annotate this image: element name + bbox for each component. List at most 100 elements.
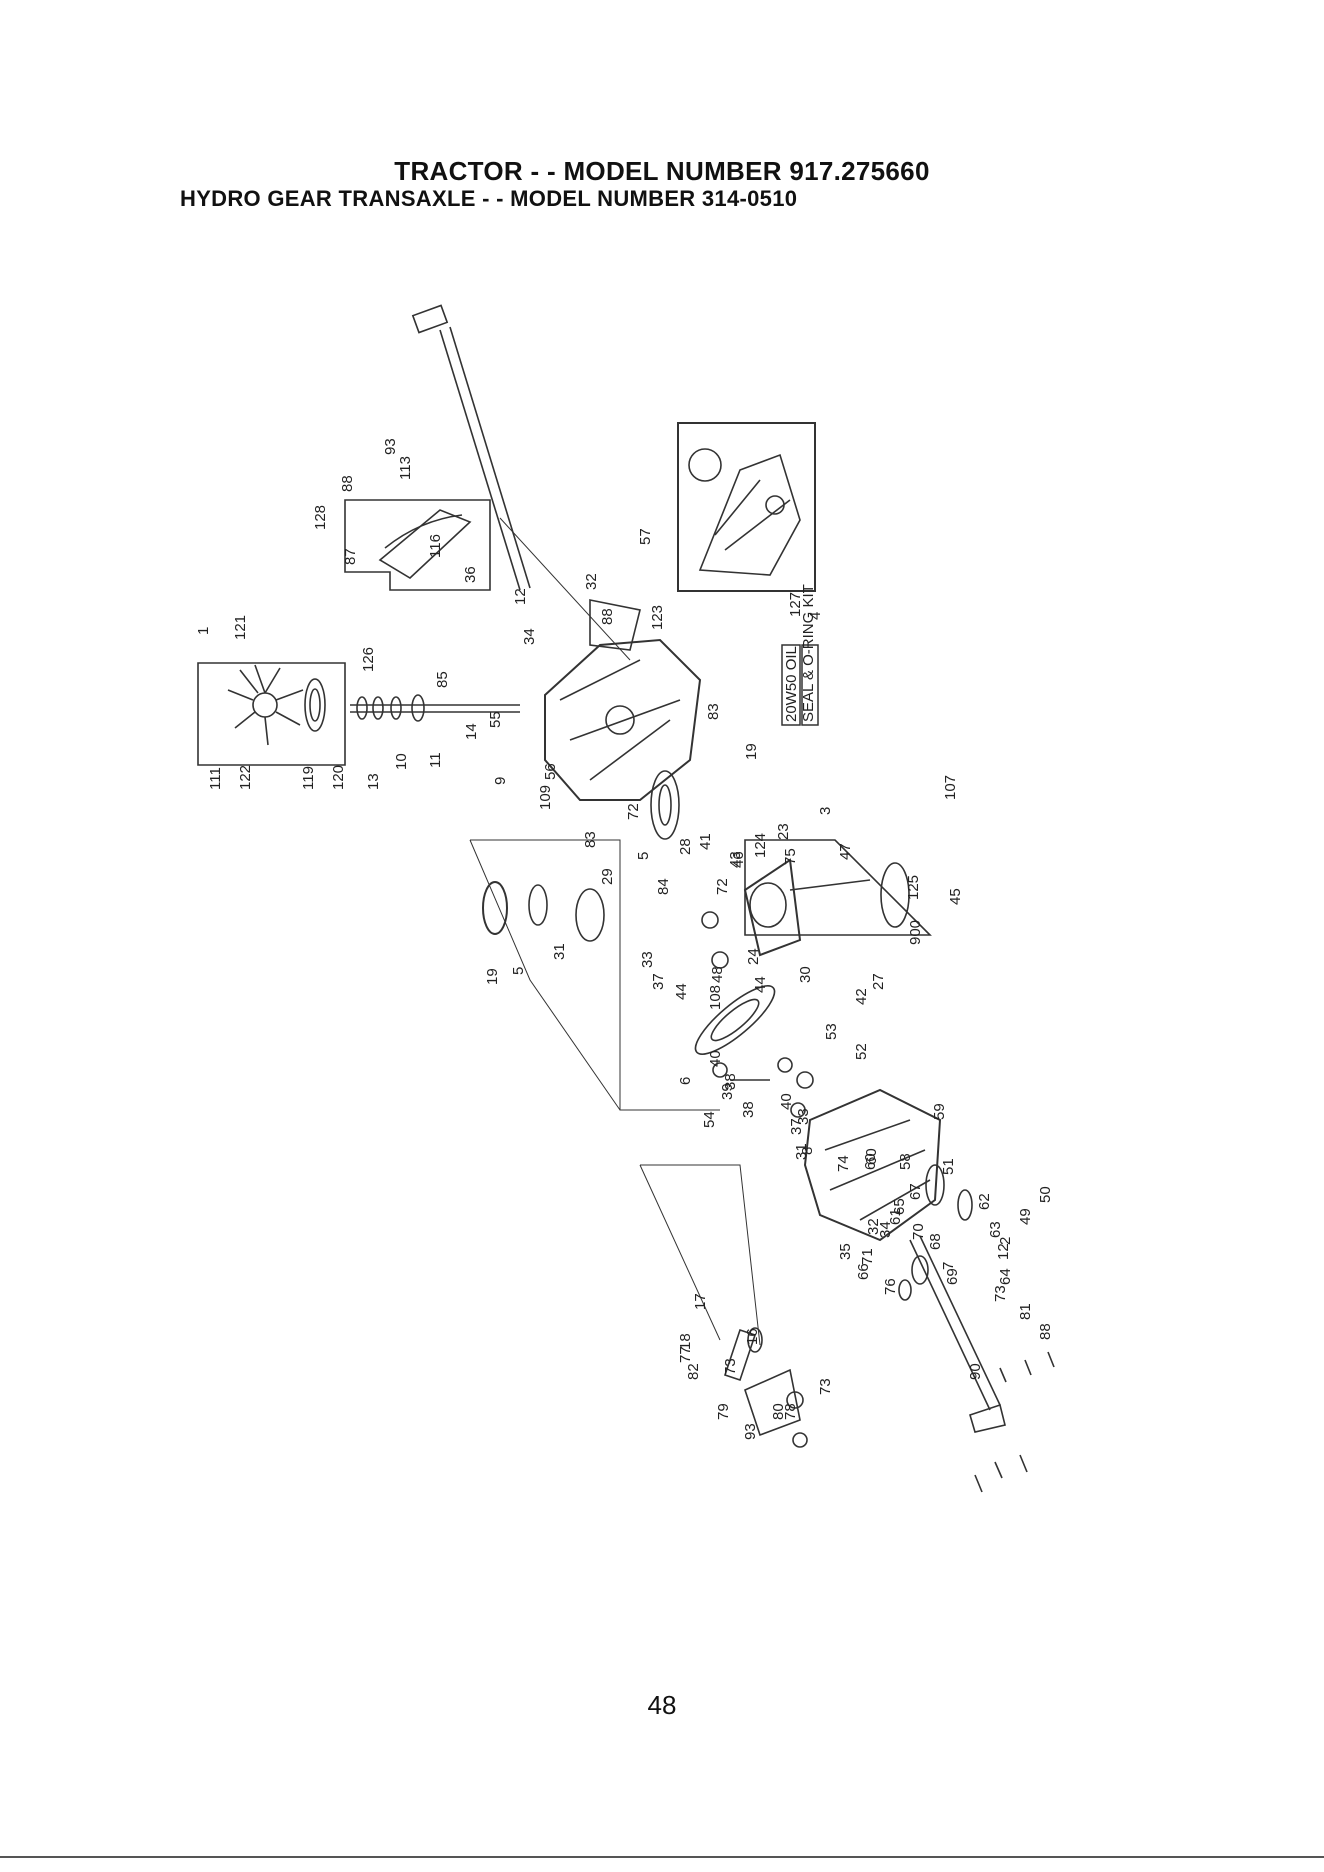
part-callout-127: 127 [787, 592, 804, 617]
part-callout-32: 32 [583, 573, 600, 590]
part-callout-19: 19 [484, 968, 501, 985]
part-callout-40: 40 [778, 1093, 795, 1110]
part-callout-34: 34 [521, 628, 538, 645]
brake-group-box [744, 839, 932, 936]
part-callout-128: 128 [312, 505, 329, 530]
oil-label: 20W50 OIL [783, 646, 800, 722]
part-callout-44: 44 [673, 983, 690, 1000]
part-callout-85: 85 [434, 671, 451, 688]
part-callout-65: 65 [891, 1198, 908, 1215]
part-callout-78: 78 [782, 1403, 799, 1420]
part-callout-38: 38 [740, 1101, 757, 1118]
part-callout-12: 12 [512, 588, 529, 605]
part-callout-16: 16 [744, 1328, 761, 1345]
part-callout-82: 82 [685, 1363, 702, 1380]
part-callout-51: 51 [940, 1158, 957, 1175]
upper-housing [544, 638, 702, 801]
fan-icon [227, 664, 304, 746]
part-callout-107: 107 [942, 775, 959, 800]
part-callout-80: 80 [770, 1403, 787, 1420]
part-callout-93: 93 [382, 438, 399, 455]
center-section [743, 858, 802, 957]
part-callout-3: 3 [817, 807, 834, 815]
part-callout-40: 40 [707, 1050, 724, 1067]
part-callout-75: 75 [782, 848, 799, 865]
part-callout-76: 76 [882, 1278, 899, 1295]
part-callout-6: 6 [677, 1077, 694, 1085]
part-callout-11: 11 [427, 752, 444, 768]
part-callout-72: 72 [625, 803, 642, 820]
part-callout-18: 18 [677, 1333, 694, 1350]
part-callout-59: 59 [931, 1103, 948, 1120]
part-callout-48: 48 [709, 966, 726, 983]
part-callout-74: 74 [835, 1155, 852, 1172]
part-callout-69: 69 [944, 1268, 961, 1285]
part-callout-64: 64 [997, 1268, 1014, 1285]
part-callout-39: 39 [719, 1083, 736, 1100]
part-callout-9: 9 [492, 777, 509, 785]
part-callout-77: 77 [677, 1346, 694, 1363]
part-callout-41: 41 [697, 833, 714, 850]
part-callout-31: 31 [551, 943, 568, 960]
part-callout-36: 36 [462, 566, 479, 583]
part-callout-14: 14 [463, 723, 480, 740]
part-callout-31: 31 [793, 1143, 810, 1160]
part-callout-46: 46 [730, 851, 747, 868]
part-callout-47: 47 [837, 843, 854, 860]
part-callout-5: 5 [510, 967, 527, 975]
part-callout-7: 7 [940, 1262, 957, 1270]
part-callout-73: 73 [817, 1378, 834, 1395]
part-callout-42: 42 [853, 988, 870, 1005]
part-callout-109: 109 [537, 785, 554, 810]
part-callout-73: 73 [992, 1285, 1009, 1302]
part-callout-93: 93 [742, 1423, 759, 1440]
part-callout-58: 58 [897, 1153, 914, 1170]
part-callout-83: 83 [705, 703, 722, 720]
part-callout-27: 27 [870, 973, 887, 990]
part-callout-111: 111 [207, 767, 224, 790]
part-callout-120: 120 [330, 765, 347, 790]
part-callout-32: 32 [865, 1218, 882, 1235]
part-callout-13: 13 [365, 773, 382, 790]
oil-label-group: 20W50 OIL SEAL & O-RING KIT [781, 584, 819, 726]
part-callout-63: 63 [987, 1221, 1004, 1238]
part-callout-23: 23 [775, 823, 792, 840]
page-number: 48 [647, 1690, 677, 1720]
part-callout-70: 70 [910, 1223, 927, 1240]
part-callout-124: 124 [752, 833, 769, 858]
part-callout-33: 33 [795, 1108, 812, 1125]
part-callout-88: 88 [1037, 1323, 1054, 1340]
part-callout-123: 123 [649, 605, 666, 630]
fan-group-box [197, 662, 346, 766]
part-callout-34: 34 [877, 1221, 894, 1238]
part-callout-28: 28 [677, 838, 694, 855]
seal-kit-label: SEAL & O-RING KIT [800, 584, 817, 722]
assembly-inset-box [677, 422, 816, 592]
part-callout-19: 19 [743, 743, 760, 760]
part-callout-2: 2 [997, 1237, 1014, 1245]
part-callout-62: 62 [976, 1193, 993, 1210]
cover-group-box [344, 499, 491, 591]
page-title: TRACTOR - - MODEL NUMBER 917.275660 [394, 156, 930, 186]
part-callout-88: 88 [339, 475, 356, 492]
part-callout-119: 119 [300, 766, 317, 790]
part-callout-125: 125 [905, 875, 922, 900]
part-callout-108: 108 [707, 985, 724, 1010]
part-callout-83: 83 [582, 831, 599, 848]
part-callout-52: 52 [853, 1043, 870, 1060]
part-callout-71: 71 [859, 1248, 876, 1265]
bottom-rule [0, 1856, 1324, 1858]
part-callout-900: 900 [907, 920, 924, 945]
part-callout-49: 49 [1017, 1208, 1034, 1225]
part-callout-56: 56 [542, 763, 559, 780]
part-callout-50: 50 [1037, 1186, 1054, 1203]
part-callout-116: 116 [427, 534, 444, 558]
page-subtitle: HYDRO GEAR TRANSAXLE - - MODEL NUMBER 31… [180, 186, 798, 211]
part-callout-84: 84 [655, 878, 672, 895]
part-callout-45: 45 [947, 888, 964, 905]
part-callout-44: 44 [752, 976, 769, 993]
part-callout-61: 61 [887, 1208, 904, 1225]
part-callout-88: 88 [599, 608, 616, 625]
